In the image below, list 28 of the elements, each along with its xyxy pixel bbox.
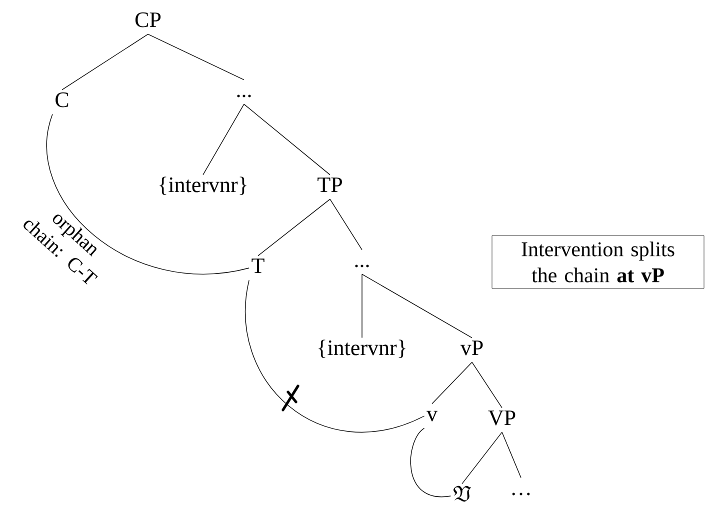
text-box: Intervention splits the chain at vP (492, 235, 704, 289)
tree-branch (432, 362, 472, 404)
tree-branch (258, 198, 330, 256)
tree-label: {intervnr} (160, 176, 246, 195)
tree-label: C (56, 92, 68, 108)
tree-label: CP (135, 12, 161, 28)
tree-branch (362, 274, 472, 338)
tree-branch (502, 432, 522, 478)
tree-branch (148, 34, 244, 80)
tree-branch (202, 104, 244, 176)
tree-branch (244, 104, 330, 176)
tree-label: VP (488, 410, 516, 426)
tree-label: … (512, 492, 530, 496)
tree-label: T (252, 258, 264, 273)
tree-branch (62, 34, 148, 90)
tree-label: ... (355, 264, 369, 268)
tree-label: $\mathfrak{V}$ (454, 486, 472, 502)
tree-label: vP (460, 340, 483, 356)
tree-label: TP (318, 178, 342, 192)
tree-branch (462, 432, 502, 484)
chain-curve (245, 280, 425, 432)
tree-label: {intervnr} (318, 340, 406, 358)
chain-curve (46, 114, 250, 274)
tree-label: v (426, 410, 438, 422)
tree-label: ... (237, 94, 251, 98)
tree-branch (330, 198, 362, 250)
chain-curve (410, 428, 452, 498)
tree-branch (472, 362, 502, 408)
